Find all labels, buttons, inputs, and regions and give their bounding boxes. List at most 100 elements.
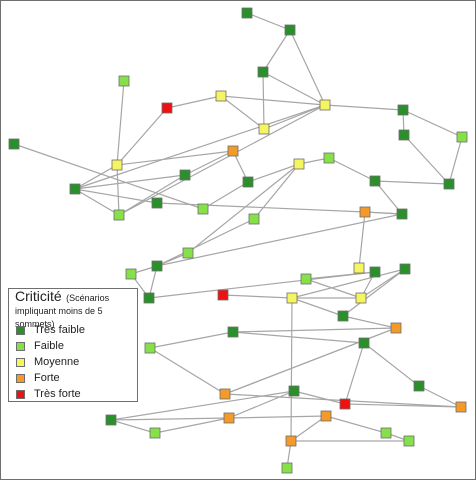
- node-tres-faible: [399, 263, 411, 275]
- legend-label-tres-forte: Très forte: [34, 388, 81, 400]
- edge: [74, 174, 186, 190]
- legend-label-moyenne: Moyenne: [34, 356, 80, 368]
- edge: [418, 385, 462, 408]
- edge: [324, 104, 404, 111]
- edge: [262, 29, 291, 73]
- edge: [202, 181, 249, 210]
- node-tres-faible: [369, 266, 381, 278]
- edge: [228, 415, 327, 419]
- edge: [149, 331, 234, 349]
- node-tres-faible: [288, 385, 300, 397]
- legend-title: Criticité (Scénarios impliquant moins de…: [15, 288, 135, 330]
- node-tres-faible: [398, 129, 410, 141]
- edge: [74, 104, 326, 190]
- node-faible: [248, 213, 260, 225]
- node-tres-faible: [143, 292, 155, 304]
- node-faible: [281, 462, 293, 474]
- node-tres-faible: [443, 178, 455, 190]
- node-faible: [149, 427, 161, 439]
- edge: [156, 202, 366, 213]
- node-moyenne: [258, 123, 270, 135]
- node-tres-faible: [337, 310, 349, 322]
- edge: [291, 268, 406, 299]
- edge: [262, 71, 326, 106]
- edge: [364, 211, 403, 215]
- node-forte: [223, 412, 235, 424]
- edge: [110, 390, 295, 421]
- node-forte: [455, 401, 467, 413]
- edge: [374, 180, 403, 215]
- node-moyenne: [319, 99, 331, 111]
- edge: [448, 136, 463, 185]
- node-tres-faible: [227, 326, 239, 338]
- edge: [358, 211, 366, 269]
- node-faible: [125, 268, 137, 280]
- node-forte: [320, 410, 332, 422]
- edge: [118, 104, 326, 216]
- node-tres-faible: [8, 138, 20, 150]
- node-faible: [403, 435, 415, 447]
- edge: [149, 347, 226, 395]
- edge: [246, 12, 291, 31]
- swatch-tres-forte: [16, 390, 25, 399]
- edge: [166, 95, 222, 109]
- edge: [156, 218, 255, 267]
- legend: Criticité (Scénarios impliquant moins de…: [8, 288, 138, 402]
- swatch-faible: [16, 342, 25, 351]
- edge: [253, 163, 300, 220]
- node-moyenne: [293, 158, 305, 170]
- edge: [344, 342, 365, 405]
- edge: [325, 415, 387, 434]
- edge: [156, 213, 403, 267]
- node-forte: [390, 322, 402, 334]
- node-tres-forte: [161, 102, 173, 114]
- node-faible: [323, 152, 335, 164]
- edge: [342, 315, 397, 329]
- node-faible: [113, 209, 125, 221]
- node-tres-faible: [396, 208, 408, 220]
- node-tres-faible: [179, 169, 191, 181]
- edge: [110, 419, 156, 434]
- node-tres-faible: [151, 197, 163, 209]
- node-tres-faible: [242, 176, 254, 188]
- legend-label-tres-faible: Très faible: [34, 324, 85, 336]
- node-tres-faible: [369, 175, 381, 187]
- node-tres-faible: [241, 7, 253, 19]
- edge: [187, 163, 300, 254]
- edge: [74, 188, 158, 204]
- edge: [363, 342, 420, 387]
- node-tres-forte: [339, 398, 351, 410]
- swatch-moyenne: [16, 358, 25, 367]
- node-faible: [182, 247, 194, 259]
- edge: [289, 29, 326, 106]
- node-faible: [144, 342, 156, 354]
- edge: [328, 157, 376, 182]
- edge: [232, 327, 397, 333]
- edge: [116, 80, 125, 166]
- swatch-forte: [16, 374, 25, 383]
- swatch-tres-faible: [16, 326, 25, 335]
- legend-subtitle: (Scénarios impliquant moins de 5 sommets…: [15, 293, 110, 329]
- edge: [228, 390, 295, 419]
- edge: [222, 294, 293, 299]
- edge: [344, 403, 462, 408]
- edge: [403, 134, 450, 185]
- edge: [116, 164, 120, 216]
- edge: [293, 390, 346, 405]
- edge: [118, 174, 186, 216]
- legend-title-text: Criticité: [15, 288, 62, 304]
- edge: [247, 163, 300, 183]
- node-tres-faible: [69, 183, 81, 195]
- edge: [291, 297, 344, 317]
- edge: [13, 143, 204, 210]
- node-faible: [380, 427, 392, 439]
- legend-label-faible: Faible: [34, 340, 64, 352]
- node-moyenne: [353, 262, 365, 274]
- node-tres-faible: [151, 260, 163, 272]
- node-tres-faible: [284, 24, 296, 36]
- node-faible: [118, 75, 130, 87]
- node-tres-faible: [257, 66, 269, 78]
- node-forte: [359, 206, 371, 218]
